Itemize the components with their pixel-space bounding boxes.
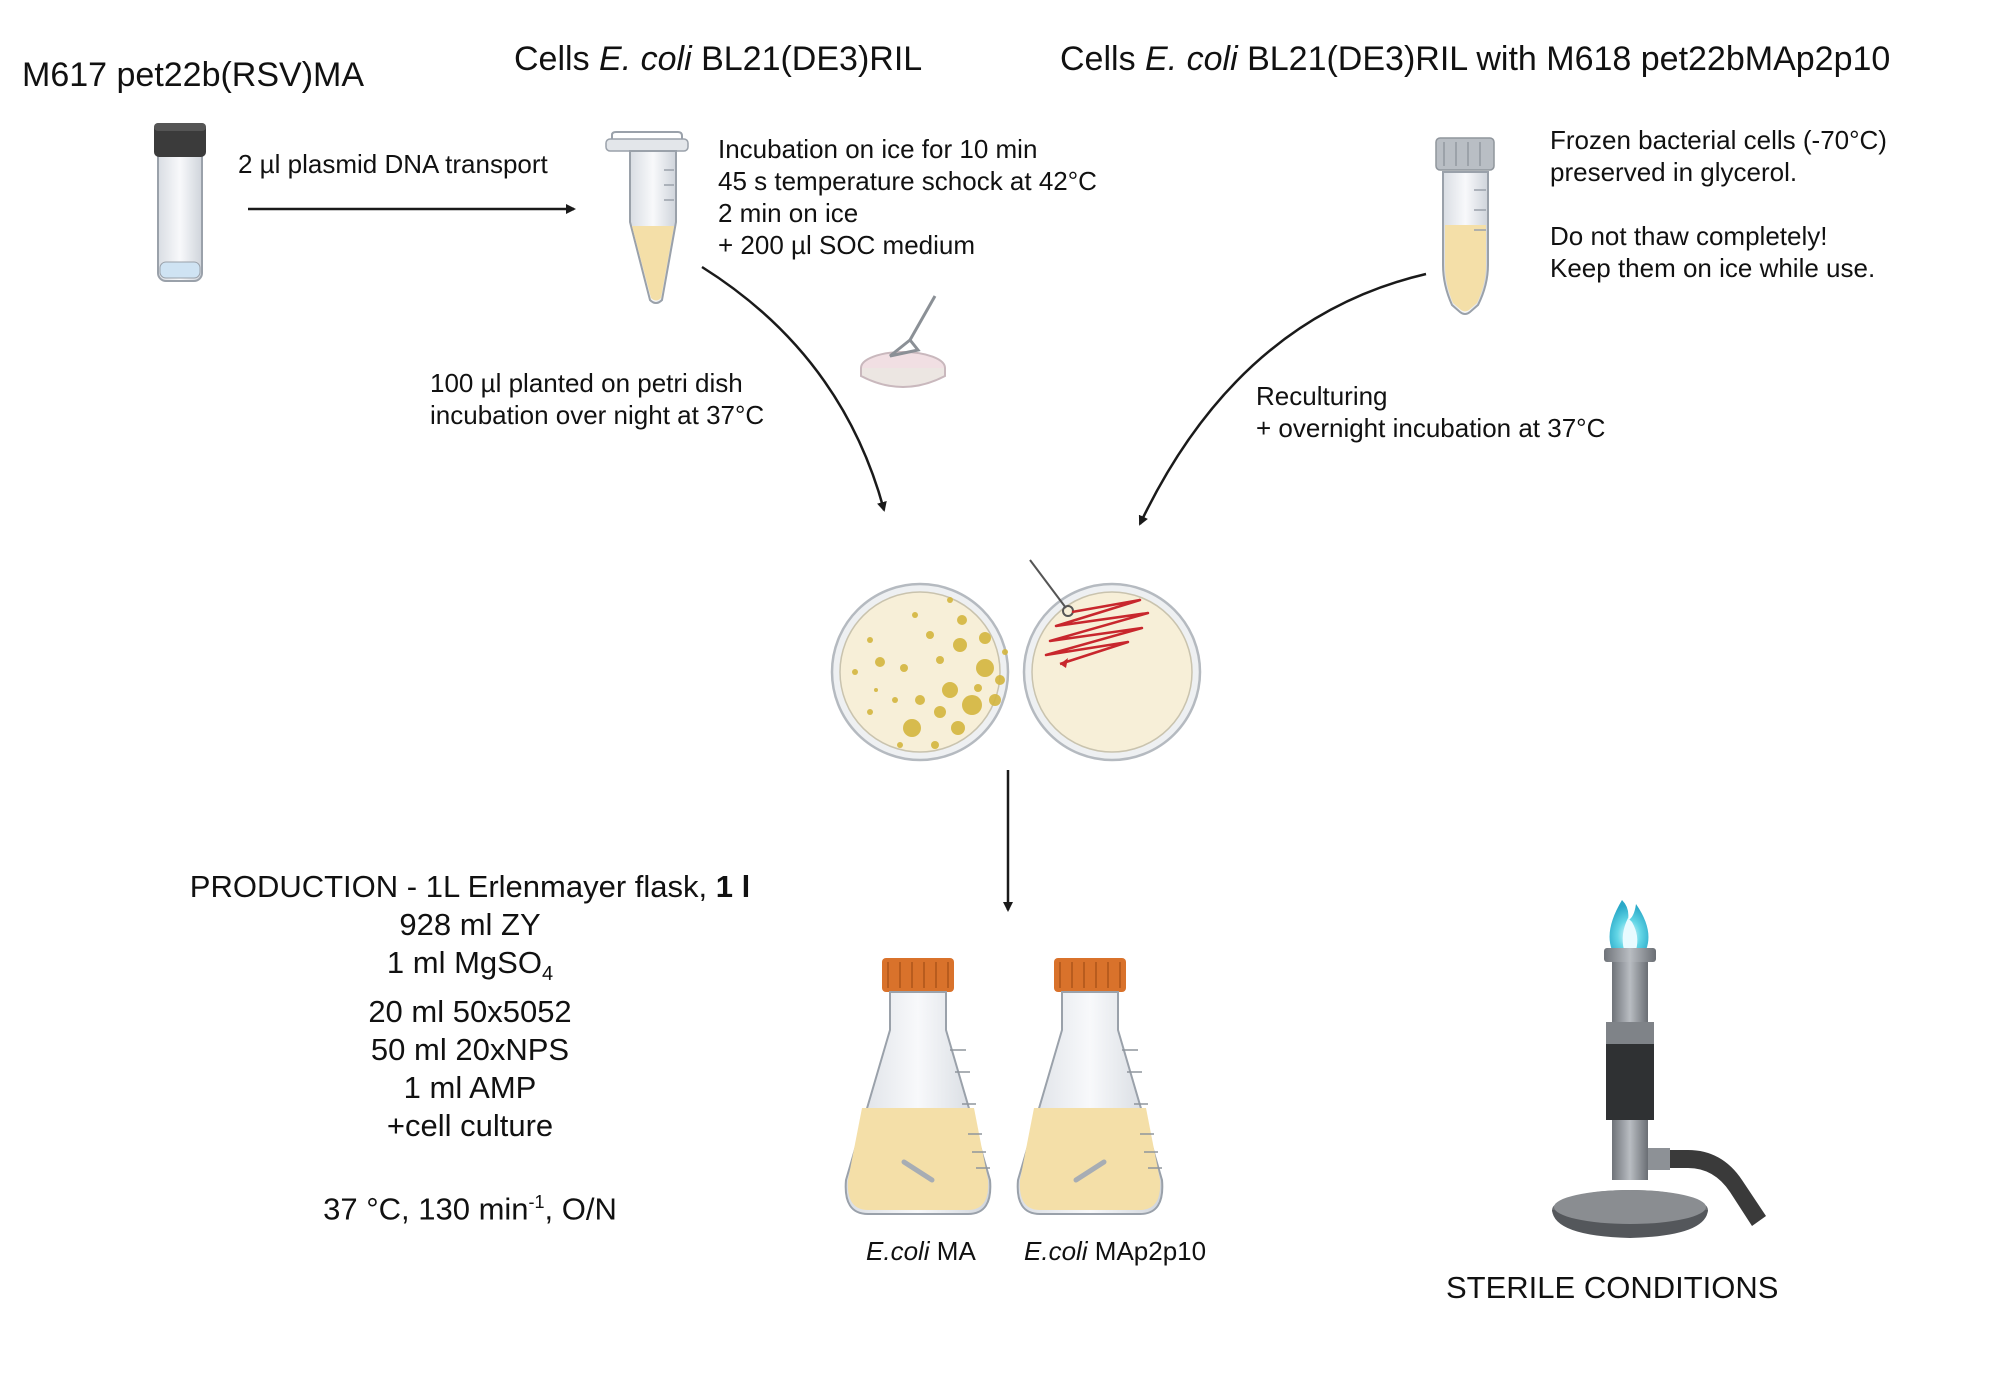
flask-left-caption: E.coli MA xyxy=(866,1236,976,1267)
plating-label: 100 µl planted on petri dish incubation … xyxy=(430,368,765,430)
transport-label: 2 µl plasmid DNA transport xyxy=(238,149,548,179)
small-petri-dish-icon xyxy=(860,295,946,388)
production-title-text: PRODUCTION - 1L Erlenmayer flask, xyxy=(189,869,716,904)
conditions-text-end: , O/N xyxy=(544,1191,617,1227)
reculturing-arrow xyxy=(1138,272,1427,526)
mgso4-subscript: 4 xyxy=(541,963,554,986)
plasmid-heading: M617 pet22b(RSV)MA xyxy=(22,56,365,94)
conditions-superscript: -1 xyxy=(528,1192,545,1213)
reculturing-label: Reculturing + overnight incubation at 37… xyxy=(1256,381,1606,443)
bunsen-burner-icon xyxy=(1552,900,1766,1238)
production-title: PRODUCTION - 1L Erlenmayer flask, 1 l xyxy=(150,868,790,906)
flask-right-caption: E.coli MAp2p10 xyxy=(1024,1236,1206,1267)
flask-right-name: MAp2p10 xyxy=(1087,1236,1207,1266)
plating-arrow xyxy=(701,265,887,512)
cells2-heading-strain: BL21(DE3)RIL with M618 pet22bMAp2p10 xyxy=(1237,40,1891,78)
frozen-cells-note: Frozen bacterial cells (-70°C) preserved… xyxy=(1550,125,1887,283)
petri-dish-streak-icon xyxy=(1022,559,1202,762)
cells-heading: Cells E. coli BL21(DE3)RIL xyxy=(514,40,922,79)
conditions-text: 37 °C, 130 min xyxy=(323,1191,529,1227)
plasmid-vial-icon xyxy=(154,123,206,282)
flask-left-species: E.coli xyxy=(866,1236,930,1266)
erlenmeyer-flask-left-icon xyxy=(844,958,992,1215)
cells2-heading-species: E. coli xyxy=(1145,40,1238,78)
cells-heading-prefix: Cells xyxy=(514,40,600,78)
recipe-line: 50 ml 20xNPS xyxy=(370,1032,570,1068)
petri-dish-colonies-icon xyxy=(830,582,1010,762)
recipe-line-mgso4: 1 ml MgSO4 xyxy=(150,944,790,993)
incubation-conditions: 37 °C, 130 min-1, O/N xyxy=(150,1183,790,1228)
recipe-line: 928 ml ZY xyxy=(399,907,541,942)
flask-left-name: MA xyxy=(929,1236,976,1266)
transformation-steps: Incubation on ice for 10 min 45 s temper… xyxy=(718,134,1097,260)
recipe-line: 20 ml 50x5052 xyxy=(368,994,572,1030)
cells-with-plasmid-heading: Cells E. coli BL21(DE3)RIL with M618 pet… xyxy=(1060,40,1890,79)
sterile-conditions-label: STERILE CONDITIONS xyxy=(1446,1270,1779,1305)
production-volume: 1 l xyxy=(715,869,751,904)
production-recipe: PRODUCTION - 1L Erlenmayer flask, 1 l 92… xyxy=(150,868,790,1229)
recipe-line: +cell culture xyxy=(386,1108,554,1144)
glycerol-stock-tube-icon xyxy=(1435,137,1495,315)
cells-heading-strain: BL21(DE3)RIL xyxy=(691,40,923,78)
cells-heading-species: E. coli xyxy=(599,40,692,78)
erlenmeyer-flask-right-icon xyxy=(1016,958,1164,1215)
recipe-line: 1 ml AMP xyxy=(403,1070,537,1106)
eppendorf-tube-icon xyxy=(605,131,689,304)
mgso4-text: 1 ml MgSO xyxy=(386,945,542,980)
cells2-heading-prefix: Cells xyxy=(1060,40,1146,78)
flask-right-species: E.coli xyxy=(1024,1236,1088,1266)
